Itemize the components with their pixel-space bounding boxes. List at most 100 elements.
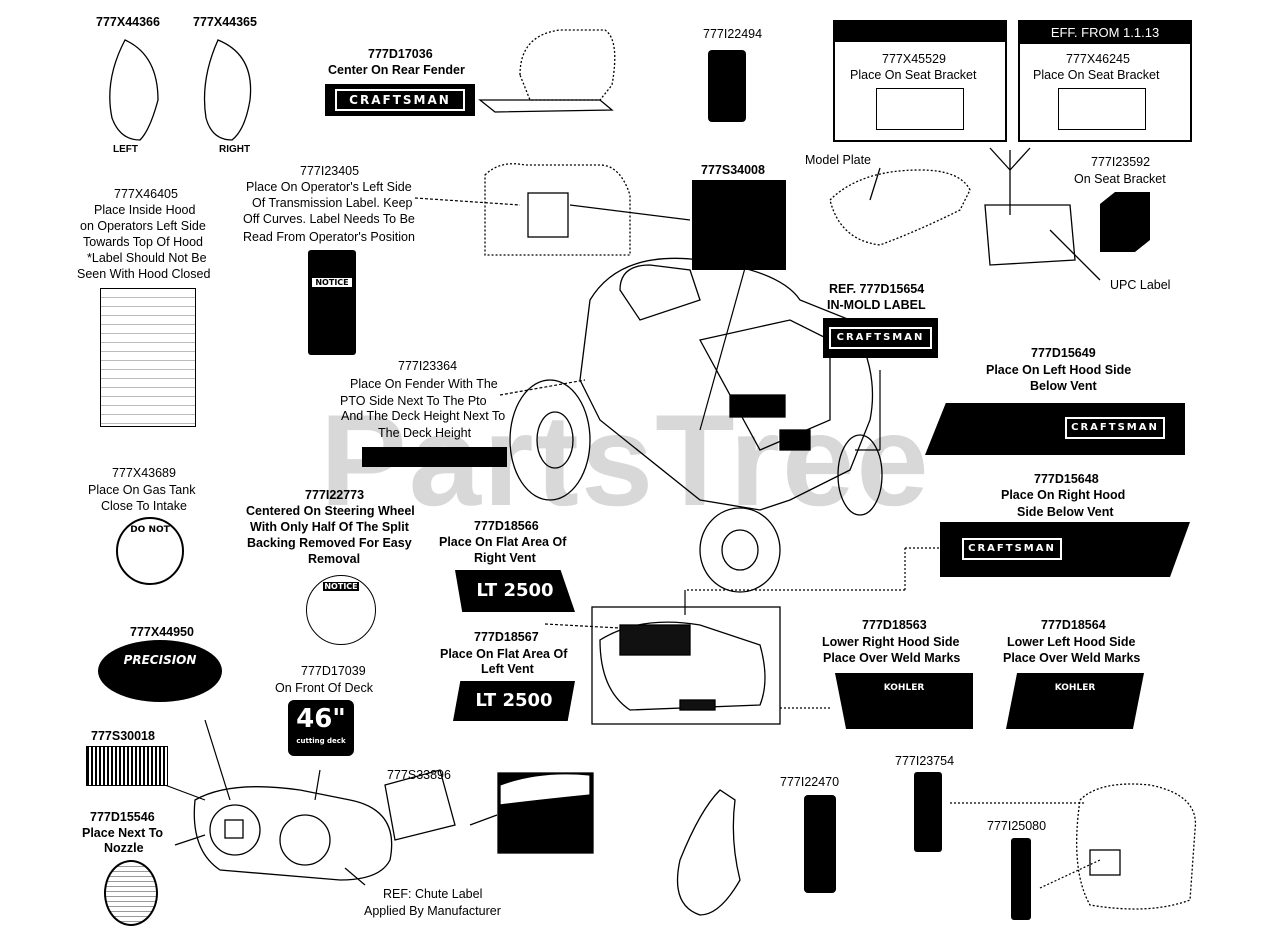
part-777D15546-desc-1: Place Next To [82, 826, 164, 840]
kohler-right-decal: KOHLER [835, 673, 973, 729]
777X45529-decal [876, 88, 964, 130]
eff-from-header: EFF. FROM 1.1.13 [1020, 22, 1190, 44]
header-bar [835, 22, 1005, 42]
part-777I23754: 777I23754 [895, 754, 955, 768]
part-777I23405-desc-3: Off Curves. Label Needs To Be [243, 212, 415, 226]
model-plate-illustration [829, 169, 971, 246]
upc-label: UPC Label [1110, 278, 1171, 292]
right-label: RIGHT [219, 144, 251, 155]
part-777X44366: 777X44366 [96, 15, 160, 29]
777D15546-nozzle-decal [104, 860, 158, 926]
777I25080-decal [1011, 838, 1031, 920]
do-not-text: DO NOT [130, 525, 170, 535]
discharge-chute-illustration [676, 789, 741, 916]
in-mold-label: IN-MOLD LABEL [827, 298, 926, 312]
deck-size-text: 46" [296, 704, 346, 734]
part-777D18563: 777D18563 [862, 618, 927, 632]
777I23592-decal [1100, 192, 1150, 252]
part-777I25080: 777I25080 [987, 819, 1047, 833]
777S34008-warning-decal [692, 180, 786, 270]
part-777D18563-desc-2: Place Over Weld Marks [823, 651, 961, 665]
hood-side-illustration [591, 606, 781, 725]
part-777D18563-desc-1: Lower Right Hood Side [822, 635, 960, 649]
ref-777D15654: REF. 777D15654 [829, 282, 925, 296]
do-not-gas-decal: DO NOT [116, 517, 184, 585]
craftsman-text: CRAFTSMAN [829, 327, 932, 349]
mower-deck-illustration [193, 786, 393, 881]
part-777X46405-desc-5: Seen With Hood Closed [77, 267, 211, 281]
part-777X44950: 777X44950 [130, 625, 194, 639]
part-777I23592: 777I23592 [1091, 155, 1151, 169]
777I22494-decal [708, 50, 746, 122]
part-777X45529: 777X45529 [882, 52, 946, 66]
lt2500-right-decal: LT 2500 [455, 570, 575, 612]
part-777I23592-desc: On Seat Bracket [1074, 172, 1166, 186]
part-777D18567-desc-2: Left Vent [481, 662, 534, 676]
lt2500-left-decal: LT 2500 [453, 681, 575, 721]
cutting-deck-text: cutting deck [296, 737, 346, 745]
part-777D18566: 777D18566 [474, 519, 539, 533]
part-777I22773-desc-2: With Only Half Of The Split [250, 520, 409, 534]
craftsman-in-mold-decal: CRAFTSMAN [823, 318, 938, 358]
part-777D17036-desc: Center On Rear Fender [328, 63, 465, 77]
part-777I23364-desc-1: Place On Fender With The [350, 377, 498, 391]
part-777X46405-desc-2: on Operators Left Side [80, 219, 206, 233]
part-777D15546-desc-2: Nozzle [104, 841, 144, 855]
craftsman-text: CRAFTSMAN [962, 538, 1062, 560]
part-777I23405: 777I23405 [300, 164, 360, 178]
dash-console-illustration [1076, 783, 1197, 910]
left-label: LEFT [113, 144, 138, 155]
chute-label-illustration [384, 769, 594, 854]
part-777X43689: 777X43689 [112, 466, 176, 480]
part-777I23364-desc-4: The Deck Height [378, 426, 472, 440]
part-777X46405: 777X46405 [114, 187, 178, 201]
777I23364-strip-decal [362, 447, 507, 467]
part-777X43689-desc-1: Place On Gas Tank [88, 483, 196, 497]
part-777I23364: 777I23364 [398, 359, 458, 373]
kohler-left-decal: KOHLER [1006, 673, 1144, 729]
part-777X44365: 777X44365 [193, 15, 257, 29]
part-777D15648: 777D15648 [1034, 472, 1099, 486]
part-777I23405-desc-4: Read From Operator's Position [243, 230, 415, 244]
part-777D15649: 777D15649 [1031, 346, 1096, 360]
part-777D15546: 777D15546 [90, 810, 155, 824]
777I22470-decal [804, 795, 836, 893]
part-777X45529-desc: Place On Seat Bracket [850, 68, 977, 82]
part-777D15649-desc-1: Place On Left Hood Side [986, 363, 1132, 377]
part-777I23405-desc-2: Of Transmission Label. Keep [252, 196, 413, 210]
part-777X46405-desc-4: *Label Should Not Be [87, 251, 207, 265]
777I23754-decal [914, 772, 942, 852]
craftsman-text: CRAFTSMAN [335, 89, 465, 111]
craftsman-left-hood-decal: CRAFTSMAN [925, 403, 1185, 455]
ref-chute-label-2: Applied By Manufacturer [364, 904, 501, 918]
craftsman-rear-fender-decal: CRAFTSMAN [325, 84, 475, 116]
part-777I22773-desc-1: Centered On Steering Wheel [246, 504, 415, 518]
part-777D17036: 777D17036 [368, 47, 433, 61]
part-777D17039-desc: On Front Of Deck [275, 681, 373, 695]
part-777D18566-desc-2: Right Vent [474, 551, 536, 565]
part-777D18564-desc-1: Lower Left Hood Side [1007, 635, 1136, 649]
777X46245-decal [1058, 88, 1146, 130]
deck-46-decal: 46" cutting deck [288, 700, 354, 756]
part-777I23364-desc-3: And The Deck Height Next To [341, 409, 506, 423]
part-777D15648-desc-1: Place On Right Hood [1001, 488, 1126, 502]
steering-wheel-notice-decal: NOTICE [306, 575, 376, 645]
part-777D18566-desc-1: Place On Flat Area Of [439, 535, 567, 549]
notice-text: NOTICE [323, 582, 359, 591]
part-777I22494: 777I22494 [703, 27, 763, 41]
part-777I22773: 777I22773 [305, 488, 365, 502]
craftsman-text: CRAFTSMAN [1065, 417, 1165, 439]
part-777I22773-desc-4: Removal [308, 552, 361, 566]
part-777X46245-desc: Place On Seat Bracket [1033, 68, 1160, 82]
seat-illustration [519, 29, 616, 101]
777X46405-table-decal [100, 288, 196, 427]
part-777X43689-desc-2: Close To Intake [101, 499, 187, 513]
777I23405-decal: NOTICE [308, 250, 356, 355]
precision-decal: PRECISION [98, 640, 222, 702]
part-777D18567-desc-1: Place On Flat Area Of [440, 647, 568, 661]
777S30018-warning-decal [86, 746, 168, 786]
part-777I22773-desc-3: Backing Removed For Easy [247, 536, 412, 550]
part-777X46405-desc-1: Place Inside Hood [94, 203, 196, 217]
part-777D18564: 777D18564 [1041, 618, 1106, 632]
part-777D17039: 777D17039 [301, 664, 366, 678]
